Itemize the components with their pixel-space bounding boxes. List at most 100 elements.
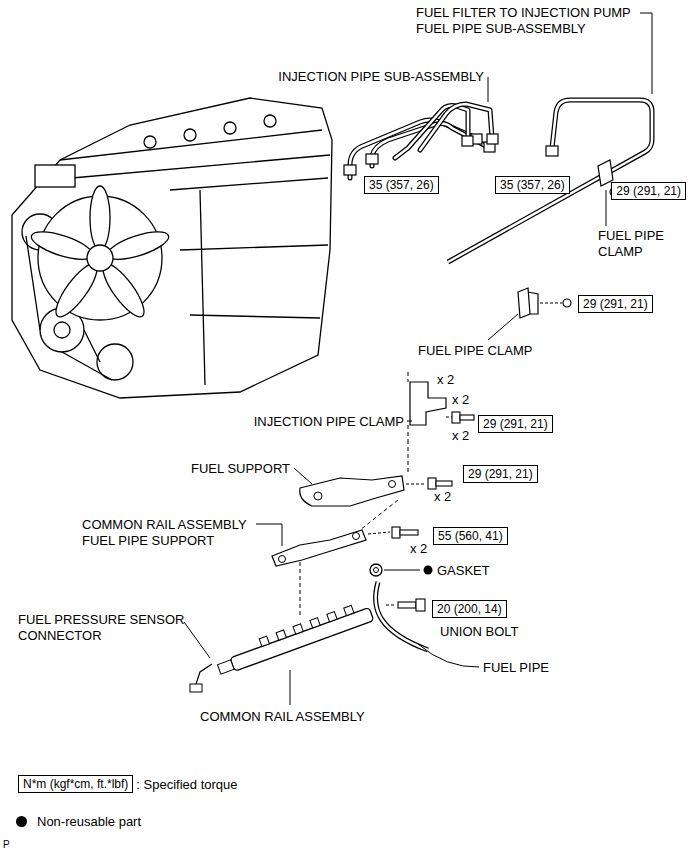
- leader-line: [488, 314, 518, 340]
- part-label: x 2: [452, 392, 469, 408]
- torque-box: 29 (291, 21): [463, 465, 538, 483]
- engine-line: [180, 245, 328, 250]
- bolt-shank: [460, 415, 474, 420]
- part-label: FUEL PIPE CLAMP: [418, 343, 532, 359]
- torque-box: 35 (357, 26): [364, 176, 439, 194]
- torque-value: 35 (357, 26): [369, 178, 434, 192]
- engine-block: [12, 98, 332, 398]
- torque-box: N*m (kgf*cm, ft.*lbf): [18, 775, 133, 793]
- torque-value: 55 (560, 41): [438, 529, 503, 543]
- sensor-wire: [196, 664, 212, 684]
- leader-line: [294, 468, 312, 484]
- bolt: [392, 527, 418, 538]
- bolt-hole: [389, 481, 396, 488]
- leader-line: [606, 190, 607, 226]
- bolt-hole: [353, 533, 360, 540]
- part-label: FUEL SUPPORT: [191, 461, 290, 477]
- common-rail-figure: [214, 600, 374, 676]
- bolt-hole: [314, 492, 322, 500]
- torque-value: 29 (291, 21): [468, 467, 533, 481]
- rail-port: [259, 636, 269, 646]
- union-nut: [366, 154, 378, 164]
- rail-port: [293, 624, 303, 634]
- fuel-pipe-clamp: [518, 288, 538, 318]
- union-nut: [344, 165, 356, 175]
- legend-text: Non-reusable part: [37, 814, 141, 829]
- engine-line: [72, 155, 330, 178]
- dashed-line: [386, 605, 396, 606]
- fan-blade: [90, 186, 110, 250]
- leader-line: [407, 421, 412, 422]
- fuel-support: [300, 476, 404, 506]
- fuel-pipe-support: [272, 530, 366, 566]
- engine-line: [170, 178, 328, 190]
- torque-value: 29 (291, 21): [483, 417, 548, 431]
- engine-line: [190, 315, 320, 318]
- part-label: P: [3, 838, 10, 851]
- gasket-hole: [374, 568, 379, 573]
- injection-pipes: [350, 104, 492, 178]
- part-label: FUEL PIPE CLAMP: [598, 228, 669, 260]
- leader-line: [290, 670, 291, 705]
- part-label: FUEL PRESSURE SENSOR CONNECTOR: [18, 612, 189, 644]
- union-nut: [462, 136, 473, 146]
- part-label: x 2: [452, 428, 469, 444]
- leader-line: [256, 524, 282, 546]
- union-nut: [487, 134, 498, 144]
- dashed-line: [368, 532, 390, 534]
- injector: [224, 122, 236, 134]
- part-label: : Specified torque: [136, 777, 237, 793]
- torque-box: 55 (560, 41): [433, 527, 508, 545]
- part-label: COMMON RAIL ASSEMBLY FUEL PIPE SUPPORT: [82, 517, 252, 549]
- torque-box: 35 (357, 26): [495, 176, 570, 194]
- pulley-hub: [54, 322, 70, 338]
- dashed-line: [408, 440, 409, 474]
- dashed-line: [300, 562, 301, 618]
- part-label: FUEL FILTER TO INJECTION PUMP FUEL PIPE …: [416, 5, 636, 37]
- rail-port: [276, 630, 286, 640]
- dashed-line: [446, 417, 452, 418]
- rail-port: [327, 612, 337, 622]
- clamp-nut: [563, 299, 571, 307]
- torque-value: 20 (200, 14): [437, 602, 502, 616]
- bolt-shank: [436, 481, 452, 486]
- part-label: x 2: [410, 541, 427, 557]
- fan-blade: [105, 226, 172, 265]
- torque-value: N*m (kgf*cm, ft.*lbf): [23, 777, 128, 791]
- engine-line: [60, 130, 322, 160]
- fan-blade: [28, 226, 95, 265]
- leader-line: [418, 644, 479, 667]
- intake: [35, 165, 75, 187]
- fuel-pipe-inner: [376, 582, 428, 650]
- pressure-sensor: [217, 660, 234, 674]
- torque-box: 29 (291, 21): [611, 182, 686, 200]
- rail-port: [310, 618, 320, 628]
- part-label: x 2: [434, 489, 451, 505]
- injector: [144, 136, 156, 148]
- leader-line: [640, 13, 652, 94]
- engine-figure: [12, 98, 332, 398]
- dashed-line: [360, 500, 398, 530]
- pipe-inner: [420, 104, 492, 150]
- dashed-line: [408, 372, 409, 440]
- engine-line: [200, 190, 205, 385]
- bolt: [452, 412, 474, 423]
- bolt-head: [392, 527, 400, 538]
- torque-value: 35 (357, 26): [500, 178, 565, 192]
- part-label: COMMON RAIL ASSEMBLY: [200, 709, 365, 725]
- part-label: UNION BOLT: [440, 624, 519, 640]
- torque-box: 29 (291, 21): [578, 295, 653, 313]
- part-label: GASKET: [437, 563, 490, 579]
- leader-line: [488, 77, 489, 102]
- common-rail: [230, 607, 374, 671]
- torque-value: 29 (291, 21): [583, 297, 648, 311]
- union-bolt: [398, 599, 425, 611]
- union-nut: [546, 146, 558, 156]
- bolt-shank: [400, 530, 418, 535]
- bolt-head: [416, 599, 425, 611]
- bolt-head: [428, 478, 436, 489]
- fan-hub: [87, 245, 113, 271]
- leader-line: [384, 570, 420, 571]
- dashed-line: [406, 484, 426, 485]
